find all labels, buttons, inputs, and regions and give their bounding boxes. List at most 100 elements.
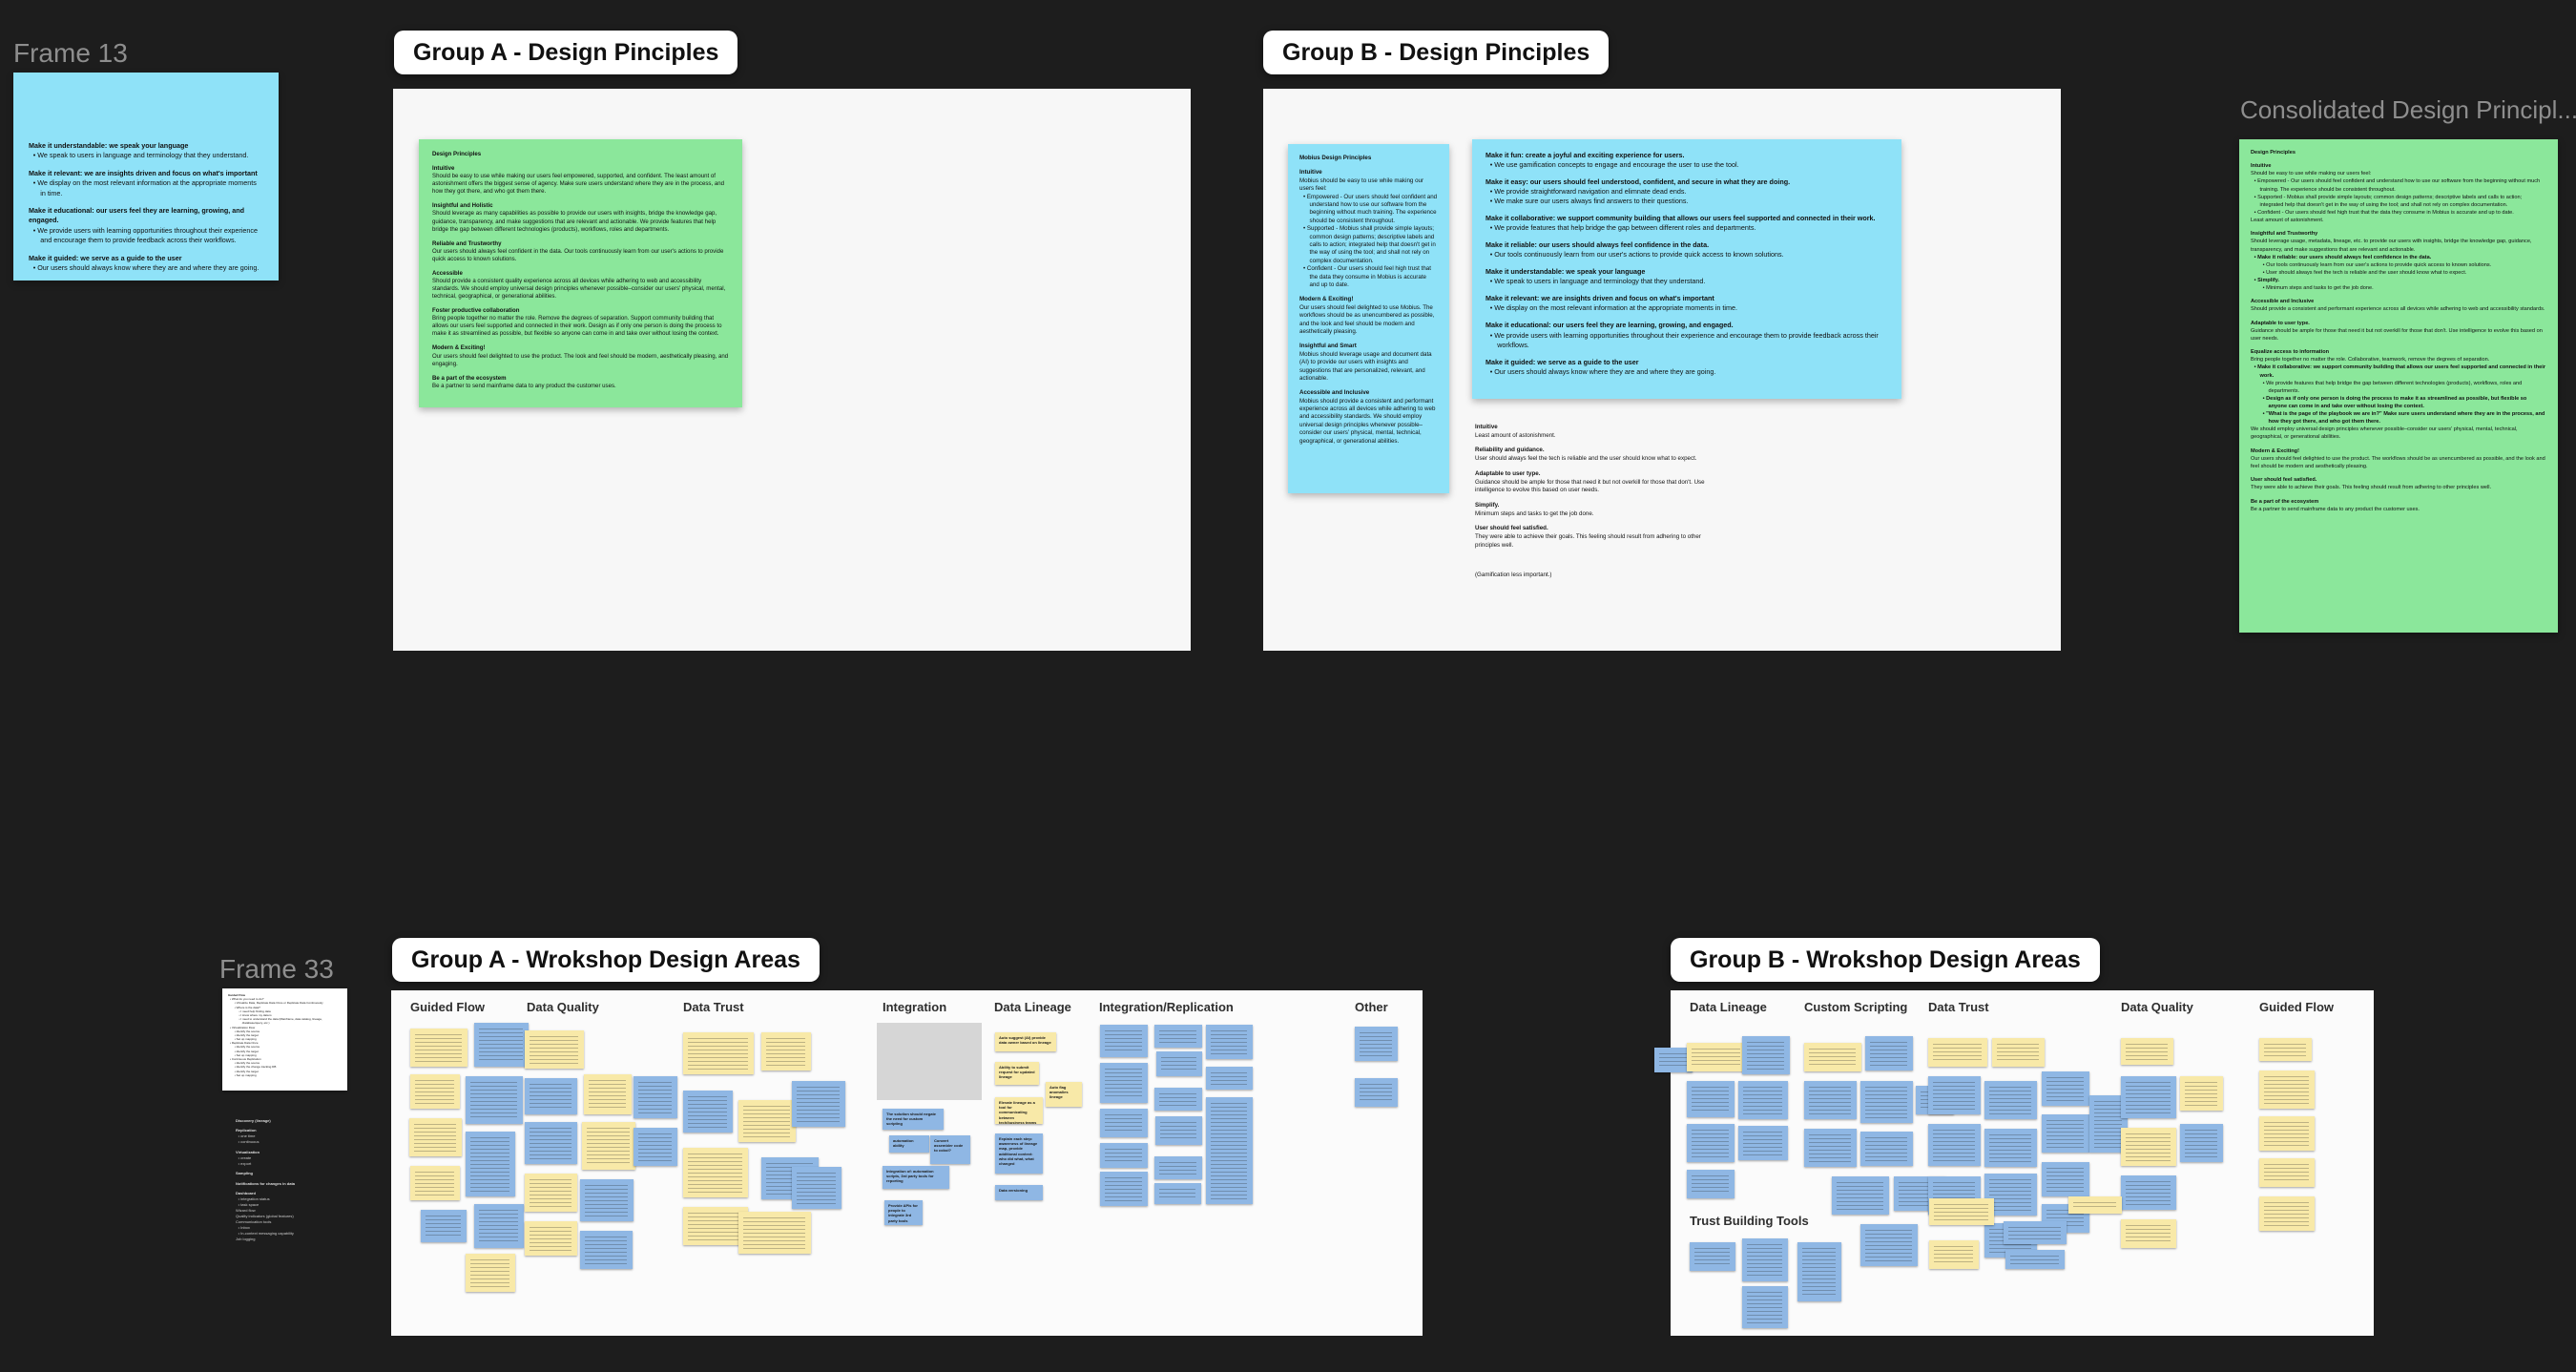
sticky-note[interactable] <box>2180 1124 2223 1162</box>
sticky-note[interactable] <box>634 1076 677 1118</box>
sticky-note[interactable] <box>2121 1219 2176 1248</box>
sticky-note[interactable] <box>2121 1175 2176 1210</box>
sticky-note[interactable] <box>410 1166 460 1200</box>
sticky-group-b-make-it-principles[interactable]: Make it fun: create a joyful and excitin… <box>1472 139 1901 399</box>
sticky-note[interactable] <box>409 1118 462 1156</box>
sticky-note[interactable] <box>1928 1124 1981 1166</box>
sticky-note[interactable] <box>1156 1051 1202 1076</box>
sticky-note[interactable] <box>1929 1198 1994 1225</box>
sticky-note[interactable] <box>1929 1240 1979 1269</box>
sticky-note[interactable] <box>410 1029 467 1067</box>
sticky-note[interactable] <box>466 1254 515 1292</box>
sticky-note[interactable] <box>761 1032 811 1071</box>
workshop-a-column-header-guided-flow[interactable]: Guided Flow <box>410 1000 485 1014</box>
workshop-b-column-header-data-lineage[interactable]: Data Lineage <box>1690 1000 1767 1014</box>
sticky-note[interactable] <box>683 1148 748 1197</box>
sticky-note[interactable]: Ability to submit request for updated li… <box>995 1062 1039 1085</box>
sticky-note[interactable] <box>2005 1250 2065 1269</box>
sticky-note[interactable] <box>1687 1170 1735 1198</box>
sticky-frame13[interactable]: Make it understandable: we speak your la… <box>13 73 279 281</box>
workshop-a-column-header-integration[interactable]: Integration <box>883 1000 947 1014</box>
sticky-note[interactable]: automation ability <box>889 1135 929 1153</box>
sticky-note[interactable] <box>738 1212 811 1254</box>
workshop-a-column-header-data-quality[interactable]: Data Quality <box>527 1000 599 1014</box>
sticky-note[interactable] <box>2259 1196 2315 1231</box>
workshop-b-column-header-data-trust[interactable]: Data Trust <box>1928 1000 1989 1014</box>
sticky-note[interactable] <box>466 1076 523 1124</box>
sticky-note[interactable] <box>2121 1128 2176 1166</box>
sticky-note[interactable] <box>1928 1076 1981 1114</box>
sticky-note[interactable] <box>1690 1242 1735 1271</box>
workshop-b-column-header-guided-flow[interactable]: Guided Flow <box>2259 1000 2334 1014</box>
frame33-notes-text[interactable]: Discovery (lineage)Replication• one time… <box>236 1118 348 1242</box>
sticky-note[interactable] <box>1738 1081 1788 1119</box>
sticky-note[interactable]: Provide APIs for people to integrate 3rd… <box>884 1200 923 1225</box>
sticky-note[interactable]: Auto suggest (AI) provide data owner bas… <box>995 1032 1056 1051</box>
sticky-note[interactable] <box>584 1074 632 1114</box>
sticky-note[interactable] <box>2121 1076 2176 1118</box>
sticky-note[interactable] <box>1154 1025 1202 1048</box>
frame33-guided-flow-card[interactable]: Guided Flow• What do you need to do?• Vi… <box>222 988 347 1091</box>
sticky-note[interactable] <box>1154 1156 1202 1179</box>
sticky-note[interactable] <box>2259 1158 2315 1187</box>
sticky-note[interactable] <box>1687 1043 1746 1071</box>
sticky-note[interactable] <box>1804 1129 1857 1167</box>
sticky-note[interactable] <box>2259 1116 2315 1151</box>
workshop-a-column-header-integration-replication[interactable]: Integration/Replication <box>1099 1000 1234 1014</box>
workshop-b-column-header-custom-scripting[interactable]: Custom Scripting <box>1804 1000 1908 1014</box>
sticky-note[interactable] <box>792 1081 845 1127</box>
sticky-note[interactable] <box>1100 1025 1148 1057</box>
sticky-note[interactable] <box>466 1132 515 1196</box>
frame-name-frame33[interactable]: Frame 33 <box>219 954 334 984</box>
sticky-note[interactable] <box>580 1179 634 1221</box>
sticky-note[interactable] <box>410 1074 460 1109</box>
sticky-note[interactable] <box>1154 1183 1201 1204</box>
workshop-b-column-header-data-quality[interactable]: Data Quality <box>2121 1000 2193 1014</box>
sticky-note[interactable] <box>683 1207 748 1245</box>
sticky-note[interactable] <box>1804 1043 1861 1071</box>
sticky-note[interactable]: Convert assembler code to cobol? <box>930 1135 970 1164</box>
sticky-note[interactable] <box>1206 1097 1253 1204</box>
sticky-note[interactable]: Integration of: automation scripts, 3rd … <box>883 1166 949 1189</box>
sticky-note[interactable] <box>1100 1143 1148 1168</box>
sticky-note[interactable] <box>1206 1067 1253 1090</box>
sticky-note[interactable] <box>1742 1286 1788 1328</box>
sticky-note[interactable] <box>421 1210 467 1242</box>
sticky-note[interactable] <box>2259 1071 2315 1109</box>
sticky-note[interactable] <box>1742 1036 1790 1074</box>
workshop-a-column-header-data-trust[interactable]: Data Trust <box>683 1000 744 1014</box>
sticky-note[interactable] <box>1355 1078 1398 1107</box>
workshop-a-column-header-other[interactable]: Other <box>1355 1000 1388 1014</box>
sticky-note[interactable] <box>1860 1224 1918 1266</box>
workshop-a-column-header-data-lineage[interactable]: Data Lineage <box>994 1000 1071 1014</box>
frame-name-consolidated[interactable]: Consolidated Design Principl... <box>2240 95 2576 124</box>
sticky-note[interactable] <box>1984 1081 2037 1119</box>
sticky-note[interactable] <box>683 1091 733 1133</box>
sticky-note[interactable] <box>1100 1063 1148 1103</box>
sticky-note[interactable]: Explain each step: awareness of lineage … <box>995 1133 1043 1174</box>
sticky-note[interactable] <box>683 1032 754 1074</box>
sticky-note[interactable] <box>2259 1038 2312 1061</box>
sticky-note[interactable]: Elevate lineage as a tool for communicat… <box>995 1097 1043 1124</box>
sticky-note[interactable]: Data versioning <box>995 1185 1043 1200</box>
sticky-note[interactable] <box>474 1023 529 1067</box>
sticky-note[interactable] <box>2042 1114 2089 1153</box>
frame-label-workshop-a[interactable]: Group A - Wrokshop Design Areas <box>392 938 820 982</box>
sticky-note[interactable] <box>1832 1176 1889 1215</box>
sticky-note[interactable] <box>792 1167 841 1209</box>
sticky-note[interactable] <box>1206 1025 1253 1059</box>
sticky-note[interactable] <box>1687 1081 1735 1117</box>
frame-label-group-b-design[interactable]: Group B - Design Pinciples <box>1263 31 1610 74</box>
sticky-note[interactable] <box>1738 1126 1788 1160</box>
sticky-note[interactable] <box>634 1128 677 1166</box>
sticky-note[interactable] <box>525 1078 577 1114</box>
sticky-note[interactable] <box>2180 1076 2223 1111</box>
sticky-note[interactable] <box>2042 1071 2089 1106</box>
sticky-note[interactable] <box>1654 1048 1693 1072</box>
sticky-note[interactable] <box>1100 1109 1148 1137</box>
sticky-note[interactable] <box>1100 1172 1148 1206</box>
sticky-note[interactable] <box>1865 1036 1913 1071</box>
